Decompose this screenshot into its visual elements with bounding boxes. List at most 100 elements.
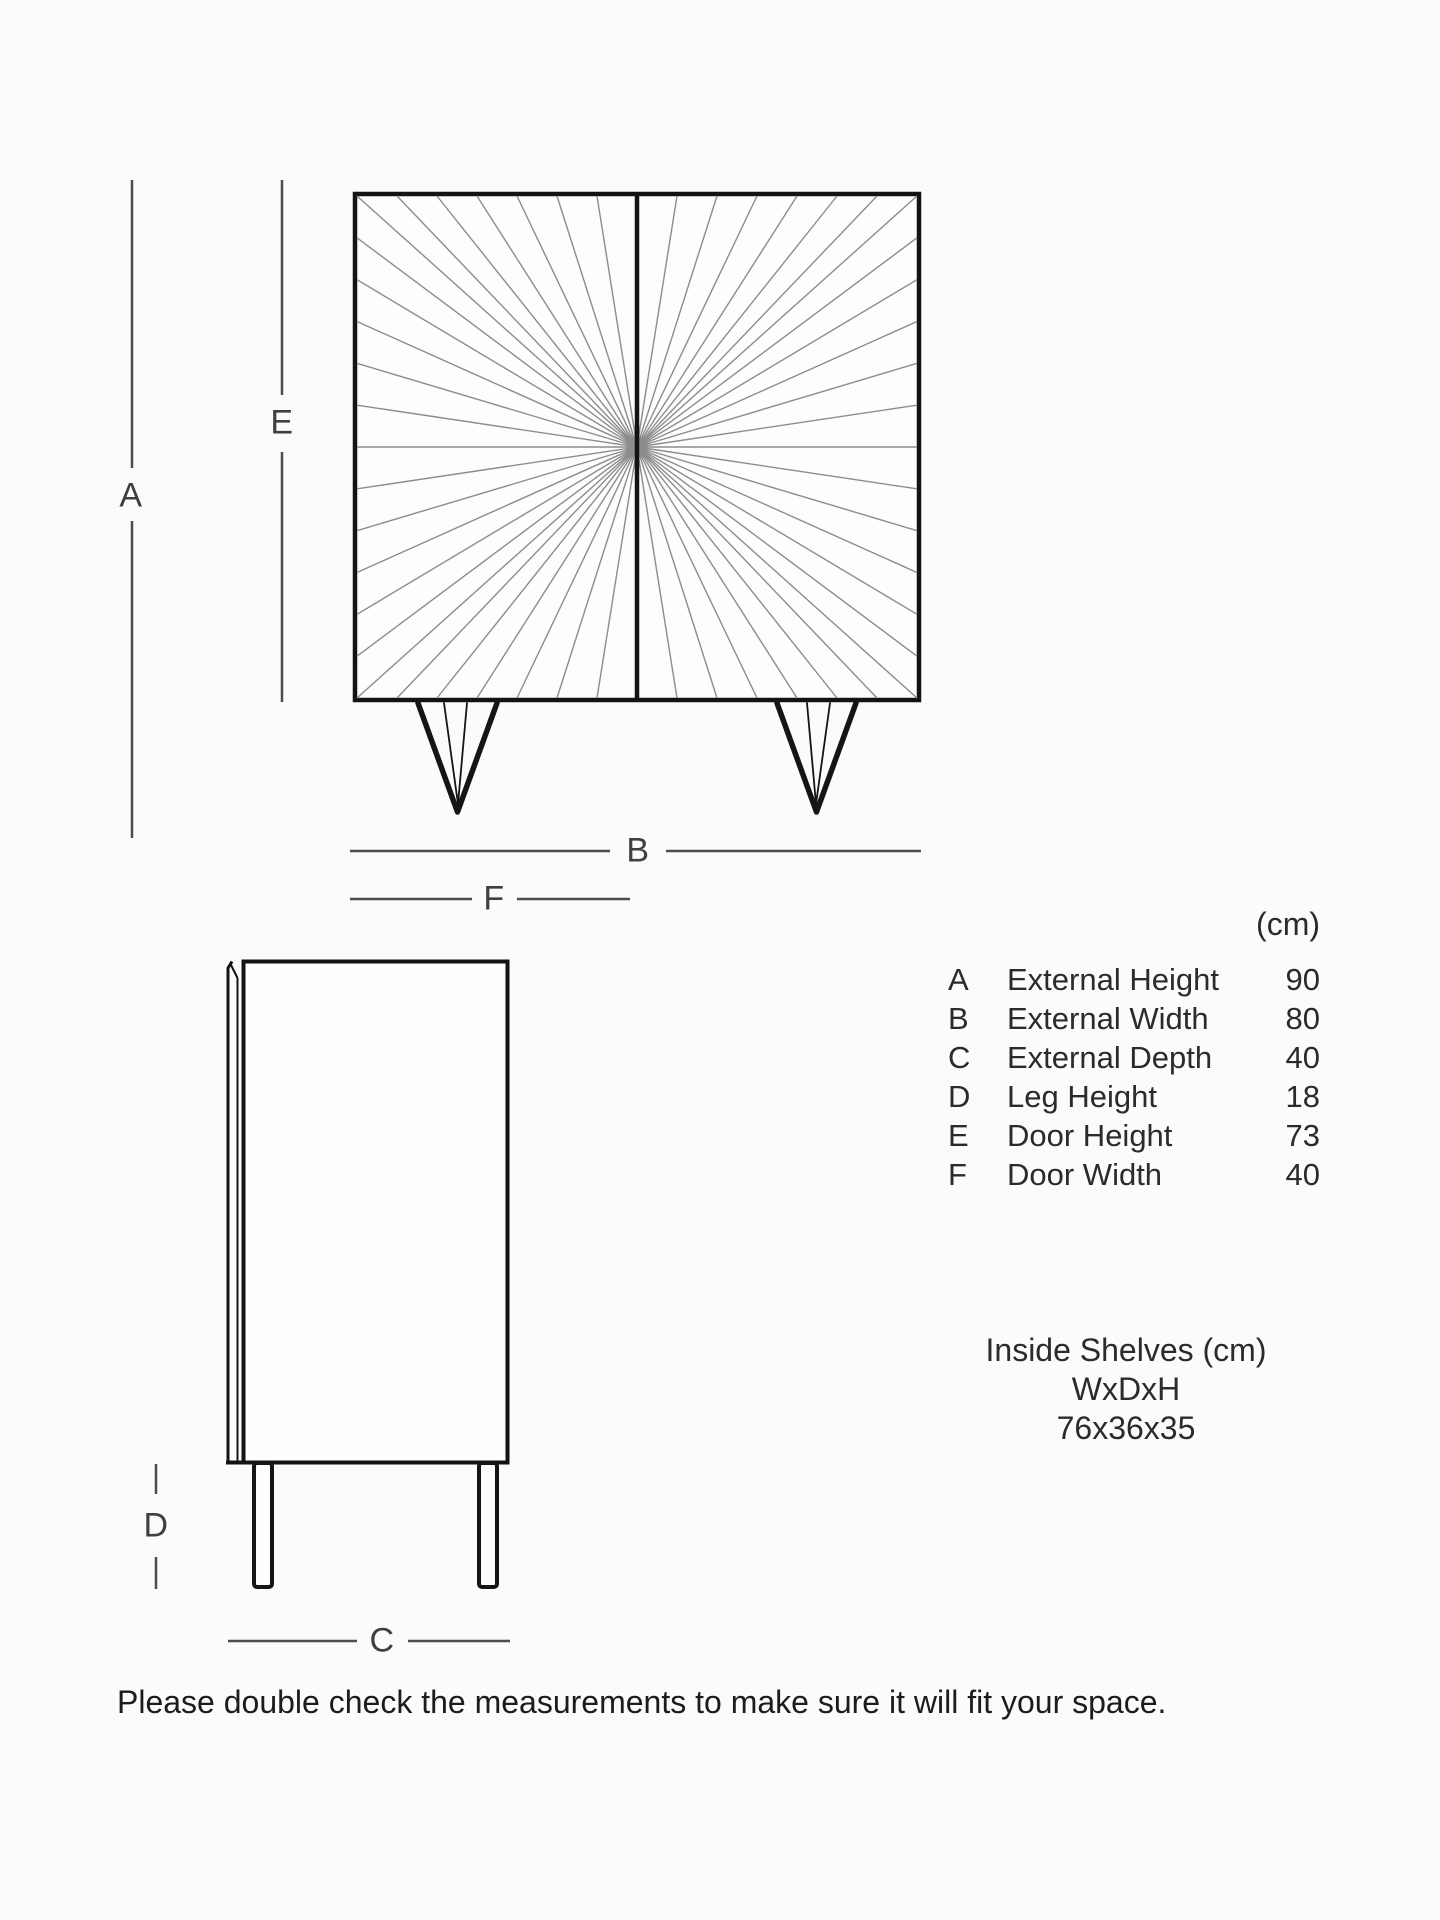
measurement-name: Door Width: [1007, 1157, 1163, 1192]
sunburst-ray: [636, 446, 918, 699]
measurement-key: E: [948, 1118, 969, 1153]
sunburst-ray: [476, 195, 638, 448]
measurement-row-d: D Leg Height 18: [948, 1079, 1320, 1118]
sunburst-ray: [356, 404, 638, 448]
sunburst-ray: [356, 446, 638, 657]
sunburst-ray: [636, 279, 918, 448]
sunburst-ray: [636, 446, 918, 532]
sunburst-ray: [636, 446, 918, 657]
measurement-name: External Depth: [1007, 1040, 1213, 1075]
sunburst-ray: [636, 195, 798, 448]
side-dimension-lines: [154, 1464, 510, 1643]
measurement-key: C: [948, 1040, 971, 1075]
sunburst-ray: [636, 195, 678, 448]
sunburst-ray: [556, 195, 638, 448]
sunburst-ray: [396, 195, 638, 448]
dim-label-b: B: [626, 831, 650, 870]
sunburst-ray: [636, 195, 878, 448]
dim-label-e: E: [270, 403, 294, 442]
sunburst-ray: [636, 446, 918, 574]
measurement-value: 73: [1285, 1118, 1320, 1153]
measurement-row-e: E Door Height 73: [948, 1118, 1320, 1157]
sunburst-ray: [636, 195, 838, 448]
units-header: (cm): [1256, 906, 1320, 942]
front-left-leg-inner: [443, 702, 468, 805]
sunburst-ray: [636, 320, 918, 448]
sunburst-ray: [356, 279, 638, 448]
dim-label-c: C: [369, 1621, 395, 1660]
inside-shelves-format: WxDxH: [1071, 1371, 1181, 1407]
side-front-leg: [252, 1461, 274, 1589]
sunburst-ray: [636, 446, 718, 699]
sunburst-ray: [636, 446, 758, 699]
measurement-key: B: [948, 1001, 969, 1036]
measurement-name: External Width: [1007, 1001, 1209, 1036]
sunburst-ray: [636, 446, 878, 699]
sunburst-ray: [596, 446, 638, 699]
sunburst-ray: [436, 195, 638, 448]
measurement-key: F: [948, 1157, 967, 1192]
sunburst-ray: [636, 404, 918, 448]
measurements-table: A External Height 90 B External Width 80…: [948, 962, 1320, 1196]
sunburst-ray: [636, 195, 918, 448]
sunburst-pattern: [356, 195, 918, 699]
measurement-row-c: C External Depth 40: [948, 1040, 1320, 1079]
sunburst-ray: [356, 446, 638, 532]
measurement-name: Leg Height: [1007, 1079, 1157, 1114]
sunburst-ray: [636, 237, 918, 448]
sunburst-ray: [636, 446, 838, 699]
side-body-outline: [241, 959, 510, 1465]
measurement-key: A: [948, 962, 969, 997]
front-right-leg-inner: [806, 702, 831, 805]
sunburst-ray: [516, 446, 638, 699]
measurement-row-a: A External Height 90: [948, 962, 1320, 1001]
measurement-key: D: [948, 1079, 971, 1114]
inside-shelves-info: Inside Shelves (cm) WxDxH 76x36x35: [930, 1331, 1322, 1448]
sunburst-ray: [356, 446, 638, 490]
sunburst-ray: [436, 446, 638, 699]
measurement-value: 18: [1285, 1079, 1320, 1114]
measurement-name: External Height: [1007, 962, 1219, 997]
dim-label-d: D: [143, 1506, 169, 1545]
sunburst-ray: [636, 446, 918, 615]
sunburst-ray: [636, 195, 718, 448]
front-left-leg-outer: [415, 700, 500, 815]
front-right-leg-outer: [774, 700, 859, 815]
sunburst-ray: [396, 446, 638, 699]
measurement-name: Door Height: [1007, 1118, 1173, 1153]
sunburst-ray: [636, 446, 918, 490]
sunburst-ray: [516, 195, 638, 448]
sunburst-ray: [356, 237, 638, 448]
sunburst-ray: [636, 362, 918, 448]
side-door-edge: [226, 960, 509, 1465]
sunburst-ray: [556, 446, 638, 699]
sunburst-ray: [356, 320, 638, 448]
measurement-value: 80: [1285, 1001, 1320, 1036]
sunburst-ray: [636, 195, 758, 448]
sunburst-ray: [636, 446, 798, 699]
measurement-value: 40: [1285, 1040, 1320, 1075]
sunburst-ray: [356, 446, 638, 615]
side-back-leg: [477, 1461, 499, 1589]
front-dimension-lines: [130, 180, 921, 901]
sunburst-ray: [636, 446, 678, 699]
sunburst-ray: [356, 446, 638, 574]
footer-note: Please double check the measurements to …: [117, 1684, 1167, 1720]
side-door-top-bevel: [229, 963, 239, 979]
dim-label-a: A: [119, 476, 143, 515]
sunburst-ray: [596, 195, 638, 448]
front-view-drawing: [352, 191, 922, 815]
inside-shelves-title: Inside Shelves (cm): [985, 1332, 1267, 1368]
sunburst-ray: [356, 446, 638, 699]
sunburst-ray: [356, 195, 638, 448]
dim-label-f: F: [483, 879, 505, 918]
measurement-row-f: F Door Width 40: [948, 1157, 1320, 1196]
side-view-drawing: [226, 959, 510, 1589]
measurement-row-b: B External Width 80: [948, 1001, 1320, 1040]
inside-shelves-size: 76x36x35: [1056, 1410, 1196, 1446]
side-door-front-line: [226, 960, 234, 1462]
measurement-value: 40: [1285, 1157, 1320, 1192]
measurement-value: 90: [1285, 962, 1320, 997]
